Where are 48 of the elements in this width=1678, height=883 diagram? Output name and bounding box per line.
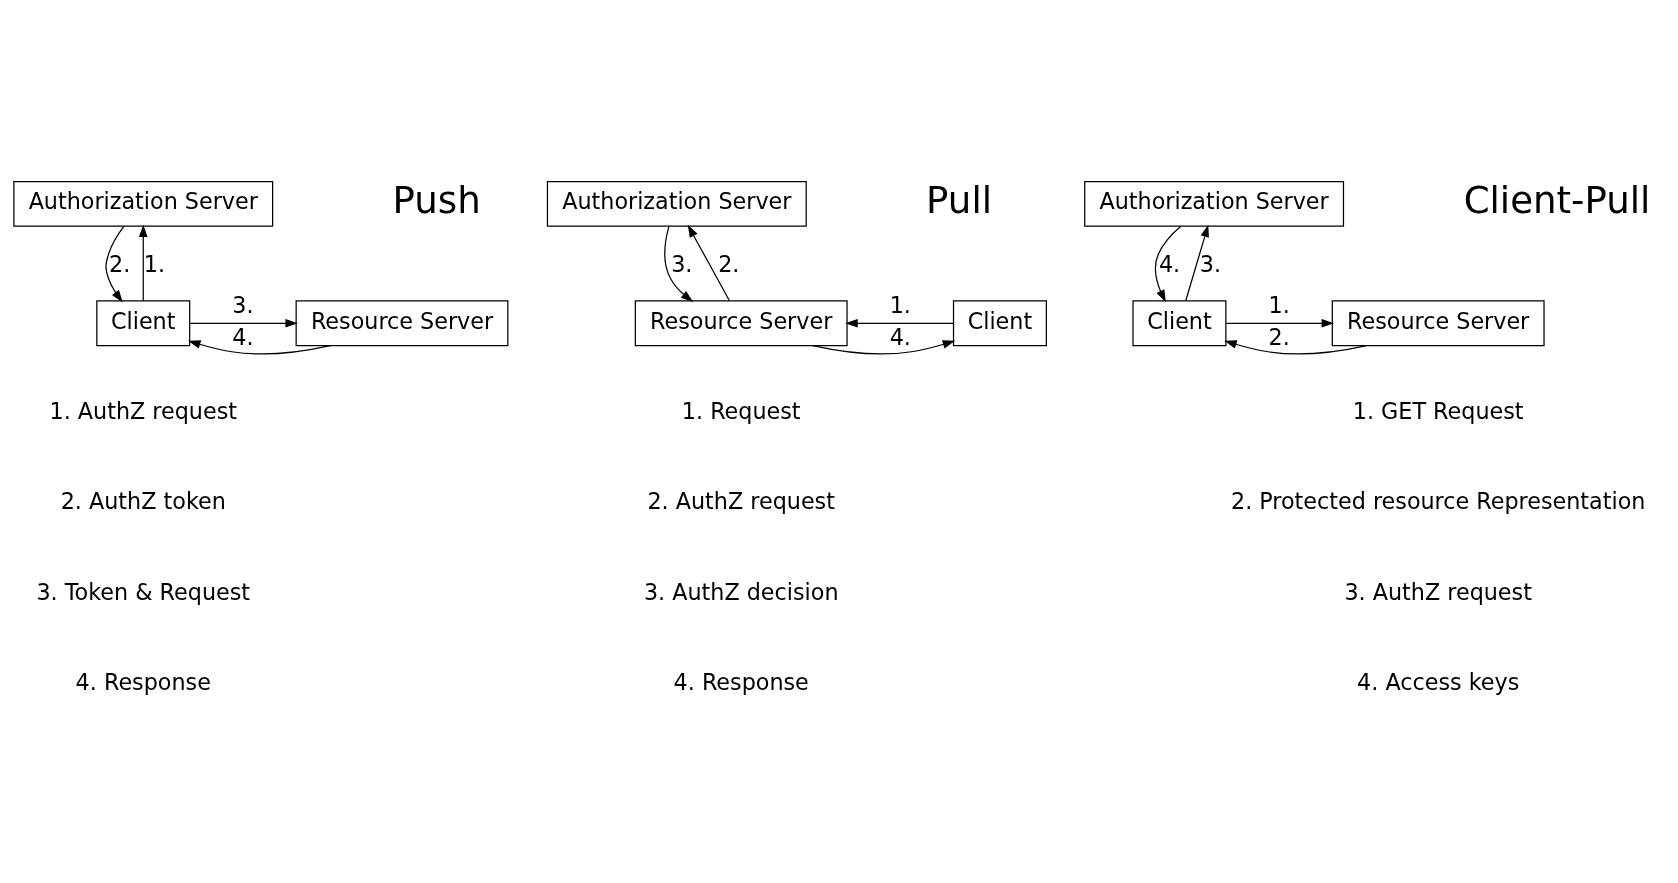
edge-label: 1. <box>889 291 911 318</box>
label: Push <box>392 179 481 223</box>
edge-label: 4. <box>889 323 911 350</box>
edge-label: 2. <box>109 250 131 277</box>
arrow <box>1224 340 1368 355</box>
label: 1. Request <box>681 398 801 425</box>
label: 4. Response <box>75 669 211 696</box>
label: Pull <box>926 179 993 223</box>
node-box: Authorization Server <box>13 180 274 227</box>
edge-label: 1. <box>143 250 166 277</box>
node-box: Client <box>1132 300 1227 347</box>
edge-label: 4. <box>232 323 254 350</box>
node-box: Client <box>96 300 191 347</box>
label: 1. AuthZ request <box>49 398 237 425</box>
arrow <box>664 225 694 302</box>
label: 1. GET Request <box>1352 398 1524 425</box>
edge-label: 2. <box>718 250 740 277</box>
arrow <box>188 340 331 355</box>
label: 2. AuthZ request <box>647 488 835 515</box>
arrow <box>687 224 731 302</box>
label: Client-Pull <box>1463 179 1651 223</box>
node-box: Client <box>952 300 1047 347</box>
arrow <box>1225 318 1334 328</box>
node-box: Resource Server <box>634 300 848 347</box>
arrow <box>812 340 956 355</box>
edge-label: 2. <box>1268 323 1290 350</box>
edge-label: 4. <box>1158 250 1181 277</box>
label: 2. AuthZ token <box>60 488 226 515</box>
edge-label: 3. <box>232 291 254 318</box>
arrow <box>1154 225 1182 303</box>
label: 4. Response <box>673 669 809 696</box>
arrow <box>1185 224 1209 302</box>
node-box: Authorization Server <box>546 180 807 227</box>
label: 4. Access keys <box>1357 669 1520 696</box>
arrow <box>845 318 955 328</box>
node-box: Resource Server <box>295 300 509 347</box>
arrow <box>138 224 148 302</box>
label: 2. Protected resource Representation <box>1230 488 1646 515</box>
label: 3. Token & Request <box>36 578 251 605</box>
arrow <box>189 318 298 328</box>
edge-label: 3. <box>1199 250 1222 277</box>
label: 3. AuthZ request <box>1344 578 1532 605</box>
edge-label: 1. <box>1268 291 1290 318</box>
node-box: Authorization Server <box>1084 180 1345 227</box>
label: 3. AuthZ decision <box>643 578 839 605</box>
node-box: Resource Server <box>1331 300 1545 347</box>
edge-label: 3. <box>671 250 693 277</box>
arrow <box>105 225 125 303</box>
